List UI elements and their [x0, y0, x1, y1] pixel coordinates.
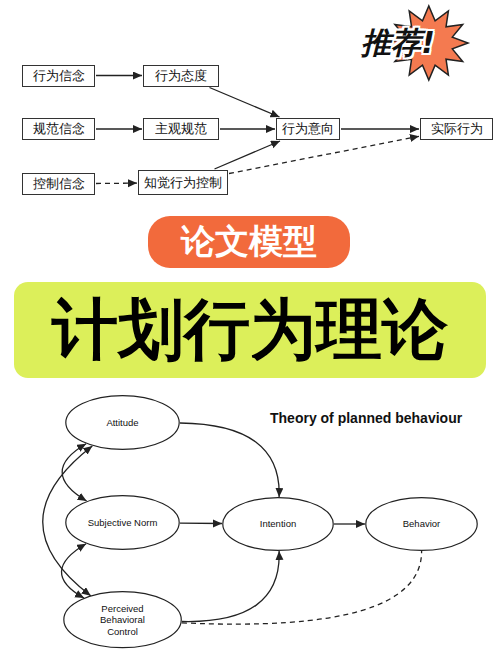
behavior-ellipse: Behavior	[365, 497, 478, 551]
node-label: 主观规范	[155, 120, 207, 138]
belief-box: 规范信念	[22, 118, 95, 140]
node-label: 推荐!	[361, 23, 435, 64]
connector	[180, 522, 222, 524]
node-label: 实际行为	[431, 120, 483, 138]
node-label: 知觉行为控制	[144, 174, 222, 192]
diagram-title: Theory of planned behaviour	[270, 410, 462, 426]
belief-box: 行为信念	[22, 65, 95, 87]
node-label: 规范信念	[33, 120, 85, 138]
construct-box: 知觉行为控制	[138, 170, 228, 195]
construct-ellipse: Perceived Behavioral Control	[63, 591, 182, 648]
connector	[334, 523, 365, 524]
title-band: 计划行为理论	[14, 282, 486, 378]
node-label: 行为信念	[33, 67, 85, 85]
belief-box: 控制信念	[22, 173, 95, 195]
tag-pill: 论文模型	[148, 216, 350, 268]
behavior-box: 实际行为	[420, 118, 493, 140]
connector	[182, 551, 422, 624]
node-label: Intention	[260, 518, 296, 529]
connector	[62, 444, 86, 501]
construct-ellipse: Subjective Norm	[65, 495, 180, 550]
node-label: 控制信念	[33, 175, 85, 193]
connector	[96, 182, 137, 184]
node-label: 行为意向	[282, 120, 334, 138]
node-label: 行为态度	[155, 67, 207, 85]
connector	[229, 136, 419, 173]
construct-box: 行为态度	[143, 65, 219, 87]
node-label: Subjective Norm	[88, 517, 158, 528]
connector	[96, 75, 142, 76]
construct-ellipse: Attitude	[65, 395, 180, 450]
node-label: Perceived Behavioral Control	[83, 603, 161, 637]
connector	[182, 551, 279, 622]
connector	[180, 423, 279, 497]
connector	[210, 88, 280, 118]
connector	[341, 128, 419, 129]
construct-box: 主观规范	[143, 118, 219, 140]
intention-box: 行为意向	[276, 118, 340, 140]
node-label: 计划行为理论	[52, 285, 448, 375]
recommend-badge: 推荐!	[328, 6, 468, 80]
connector	[96, 128, 142, 129]
node-label: Behavior	[403, 518, 441, 529]
connector	[220, 128, 275, 129]
intention-ellipse: Intention	[222, 497, 334, 551]
node-label: 论文模型	[181, 219, 317, 265]
node-label: Attitude	[106, 417, 138, 428]
connector	[215, 141, 281, 169]
